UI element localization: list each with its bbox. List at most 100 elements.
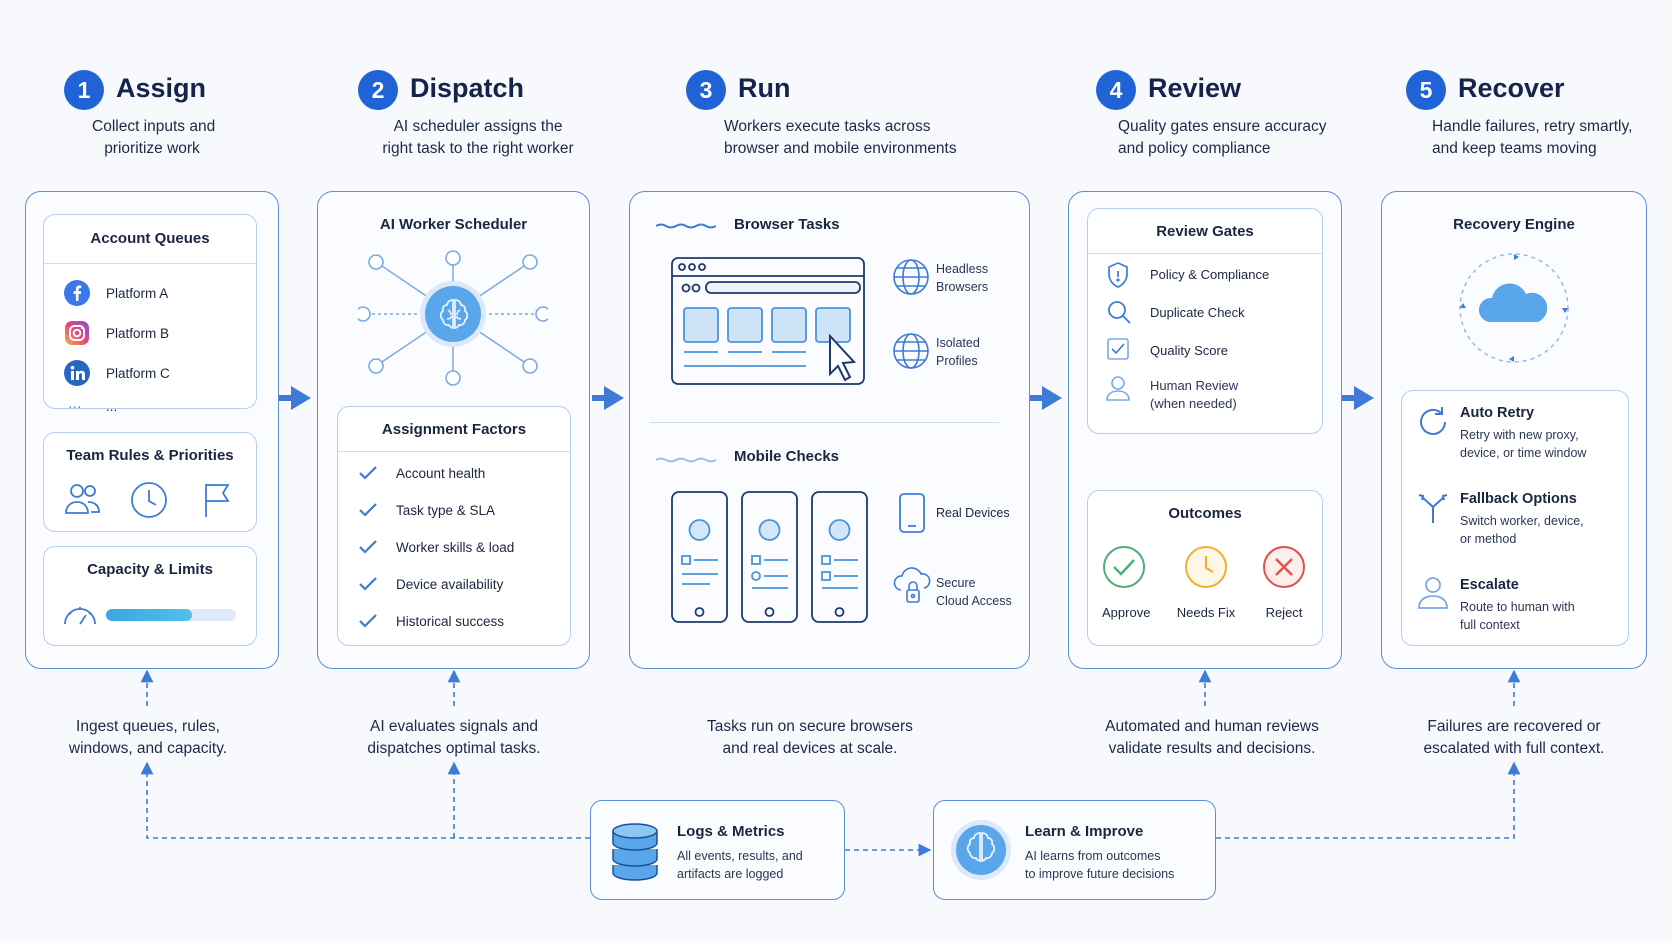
user-icon	[1106, 375, 1130, 401]
dispatch-panel: AI Worker Scheduler Assignment Factors A…	[317, 191, 590, 669]
review-gates-title: Review Gates	[1156, 223, 1254, 240]
recover-panel: Recovery Engine Auto Retry Retry with ne…	[1381, 191, 1647, 669]
flag-icon	[202, 481, 234, 519]
stage-title: Recover	[1458, 73, 1565, 103]
stage-title: Dispatch	[410, 73, 525, 103]
stage-number: 3	[686, 70, 726, 110]
capacity-bar-track	[106, 609, 236, 621]
needs-fix-clock-icon	[1184, 545, 1228, 589]
factor-label: Device availability	[396, 577, 504, 592]
gate-quality-label: Quality Score	[1150, 343, 1229, 358]
person-icon	[1416, 575, 1450, 609]
footer-note-assign: Ingest queues, rules,windows, and capaci…	[68, 718, 228, 757]
more-platforms: ...	[106, 399, 118, 414]
brain-circle-icon	[950, 819, 1012, 881]
brain-icon	[435, 295, 473, 333]
factor-label: Account health	[396, 466, 486, 481]
browser-window-icon	[670, 256, 866, 388]
auto-retry-desc: Retry with new proxy,device, or time win…	[1460, 428, 1587, 460]
stage-title: Review	[1148, 73, 1242, 103]
platform-a-label: Platform A	[106, 286, 169, 301]
outcome-approve-label: Approve	[1102, 605, 1151, 620]
stage-title: Assign	[116, 73, 207, 103]
recovery-engine-title: Recovery Engine	[1453, 216, 1575, 233]
fork-icon	[1416, 491, 1450, 525]
real-devices-label: Real Devices	[936, 506, 1010, 520]
fallback-options-title: Fallback Options	[1460, 491, 1577, 507]
gauge-icon	[62, 599, 98, 627]
stage-number: 5	[1406, 70, 1446, 110]
team-rules-title: Team Rules & Priorities	[66, 447, 234, 464]
review-gates-card: Review Gates Policy & Compliance Duplica…	[1087, 208, 1323, 434]
outcome-needs-fix-label: Needs Fix	[1176, 605, 1236, 620]
outcomes-title: Outcomes	[1168, 505, 1242, 522]
review-panel: Review Gates Policy & Compliance Duplica…	[1068, 191, 1342, 669]
database-icon	[611, 821, 659, 881]
browser-tasks-title: Browser Tasks	[734, 216, 840, 233]
fallback-options-desc: Switch worker, device,or method	[1460, 514, 1584, 546]
clock-icon	[130, 481, 168, 519]
squiggle-icon	[656, 222, 716, 230]
reject-x-icon	[1262, 545, 1306, 589]
mobile-phones-icon	[670, 490, 870, 626]
stage-number: 2	[358, 70, 398, 110]
auto-retry-title: Auto Retry	[1460, 405, 1535, 421]
globe-profile-icon	[892, 332, 930, 370]
facebook-icon	[63, 279, 91, 307]
check-icon	[358, 502, 378, 518]
scheduler-title: AI Worker Scheduler	[379, 216, 528, 233]
magnifier-icon	[1106, 299, 1132, 325]
learn-improve-title: Learn & Improve	[1025, 823, 1144, 840]
phone-icon	[898, 492, 926, 534]
linkedin-icon	[63, 359, 91, 387]
more-dots: ···	[68, 399, 82, 414]
mobile-checks-title: Mobile Checks	[734, 448, 840, 465]
account-queues-title: Account Queues	[90, 230, 210, 247]
check-icon	[358, 465, 378, 481]
recovery-options-card: Auto Retry Retry with new proxy,device, …	[1401, 390, 1629, 646]
check-icon	[358, 576, 378, 592]
squiggle-icon	[656, 456, 716, 464]
cloud-cycle-icon	[1456, 250, 1572, 366]
account-queues-card: Account Queues Platform A Platform B Pla…	[43, 214, 257, 414]
capacity-limits-card: Capacity & Limits	[43, 546, 257, 646]
stage-number: 4	[1096, 70, 1136, 110]
platform-b-label: Platform B	[106, 326, 170, 341]
checkbox-icon	[1106, 337, 1130, 361]
factor-label: Worker skills & load	[396, 540, 515, 555]
globe-icon	[892, 258, 930, 296]
stage-description-recover: Handle failures, retry smartly,and keep …	[1432, 118, 1633, 157]
outcome-reject-label: Reject	[1265, 605, 1303, 620]
check-icon	[358, 613, 378, 629]
capacity-limits-title: Capacity & Limits	[87, 561, 213, 578]
retry-icon	[1416, 405, 1450, 439]
logs-metrics-title: Logs & Metrics	[677, 823, 785, 840]
users-icon	[64, 481, 102, 517]
approve-check-icon	[1102, 545, 1146, 589]
stage-title: Run	[738, 73, 791, 103]
check-icon	[358, 539, 378, 555]
gate-duplicate-label: Duplicate Check	[1150, 305, 1245, 320]
team-rules-card: Team Rules & Priorities	[43, 432, 257, 532]
assign-panel: Account Queues Platform A Platform B Pla…	[25, 191, 279, 669]
cloud-lock-icon	[892, 564, 932, 606]
assignment-factors-title: Assignment Factors	[381, 421, 527, 438]
factor-label: Task type & SLA	[396, 503, 496, 518]
capacity-bar-fill	[106, 609, 192, 621]
